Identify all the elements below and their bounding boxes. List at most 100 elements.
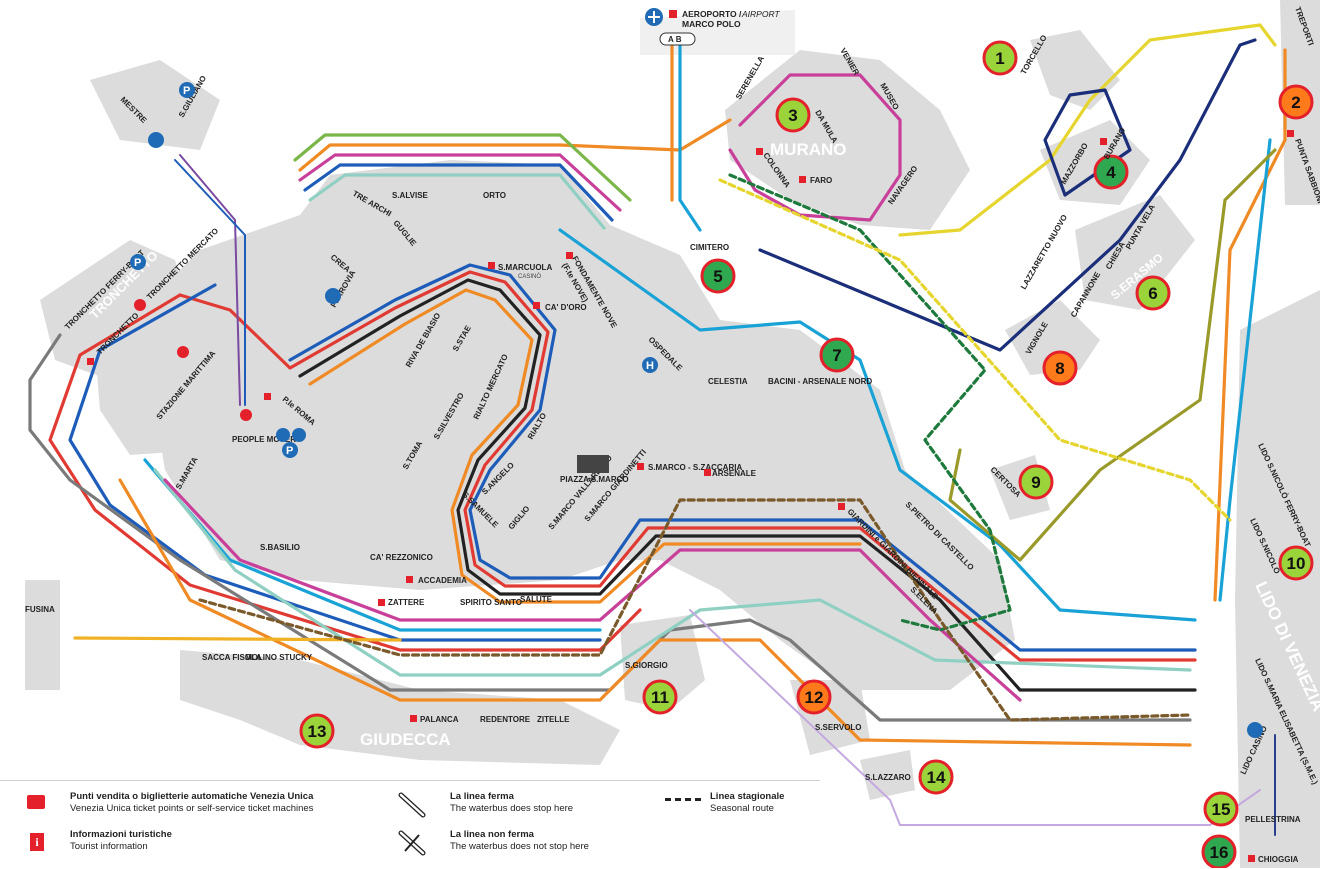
stop-people-mover[interactable]: PEOPLE MOVER	[232, 435, 296, 444]
route-black	[298, 278, 1197, 692]
zone-number: 4	[1106, 163, 1116, 182]
airport-subtitle: MARCO POLO	[682, 19, 741, 29]
stop-chioggia[interactable]: CHIOGGIA	[1258, 855, 1299, 864]
stop-s-marco-zaccaria[interactable]: S.MARCO - S.ZACCARIA	[648, 463, 742, 472]
zone-number: 2	[1291, 93, 1300, 112]
stop-s-servolo[interactable]: S.SERVOLO	[815, 723, 862, 732]
zone-number: 1	[995, 49, 1004, 68]
stop-s-basilio[interactable]: S.BASILIO	[260, 543, 300, 552]
legend-ticket-sub: Venezia Unica ticket points or self-serv…	[70, 803, 314, 814]
route-north-green	[293, 133, 632, 202]
stop-s-alvise[interactable]: S.ALVISE	[392, 191, 429, 200]
ticket-icon	[410, 715, 417, 722]
ticket-icon	[406, 576, 413, 583]
legend-ticket: Punti vendita o biglietterie automatiche…	[70, 791, 390, 815]
stop-spirito-santo[interactable]: SPIRITO SANTO	[460, 598, 522, 607]
stop-s-lazzaro[interactable]: S.LAZZARO	[865, 773, 911, 782]
route-west-orange	[118, 478, 1192, 747]
legend-stop-title: La linea ferma	[450, 791, 514, 802]
murano-island	[725, 50, 970, 230]
pm-icon	[240, 409, 252, 421]
stop-ca-doro[interactable]: CA' D'ORO	[545, 303, 587, 312]
stop-faro[interactable]: FARO	[810, 176, 832, 185]
legend-stop: La linea ferma The waterbus does stop he…	[450, 791, 650, 815]
seasonal-line-icon	[665, 798, 701, 801]
stop-zitelle[interactable]: ZITELLE	[537, 715, 570, 724]
ticket-points	[87, 130, 1294, 862]
stop-bacini[interactable]: BACINI - ARSENALE NORD	[768, 377, 872, 386]
route-orange	[308, 288, 862, 604]
stop-redentore[interactable]: REDENTORE	[480, 715, 531, 724]
ticket-icon	[637, 463, 644, 470]
slazzaro-island	[860, 750, 915, 800]
legend-nostop: La linea non ferma The waterbus does not…	[450, 829, 650, 853]
route-treporti-olive	[948, 148, 1277, 562]
stop-accademia[interactable]: ACCADEMIA	[418, 576, 467, 585]
legend-seasonal-title: Linea stagionale	[710, 791, 785, 802]
bus-icon	[292, 428, 306, 442]
parking-icon	[282, 442, 298, 458]
legend-stop-sub: The waterbus does stop here	[450, 803, 574, 814]
legend-info-sub: Tourist information	[70, 841, 148, 852]
zone-number: 11	[651, 688, 669, 707]
route-west-mint	[153, 468, 1192, 677]
stop-casino: CASINÒ	[518, 273, 541, 280]
stop-ca-rezzonico[interactable]: CA' REZZONICO	[370, 553, 433, 562]
ticket-icon	[27, 795, 45, 809]
train-icon	[325, 288, 341, 304]
stop-pellestrina[interactable]: PELLESTRINA	[1245, 815, 1301, 824]
zone-marker	[1018, 464, 1054, 500]
stop-s-giorgio[interactable]: S.GIORGIO	[625, 661, 668, 670]
stop-zattere[interactable]: ZATTERE	[388, 598, 425, 607]
zone-number: 15	[1212, 800, 1231, 819]
stop-cimitero[interactable]: CIMITERO	[690, 243, 729, 252]
ticket-icon	[838, 503, 845, 510]
route-north-magenta	[298, 153, 622, 212]
ticket-icon	[488, 262, 495, 269]
zone-marker	[700, 258, 736, 294]
stop-arsenale[interactable]: ARSENALE	[712, 469, 757, 478]
legend-info-title: Informazioni turistiche	[70, 829, 172, 840]
bus-icon	[1247, 722, 1263, 738]
zone-number: 13	[308, 722, 327, 741]
zone-marker	[796, 679, 832, 715]
legend-ticket-title: Punti vendita o biglietterie automatiche…	[70, 791, 314, 802]
tronchetto-island	[40, 240, 190, 380]
zone-marker	[819, 337, 855, 373]
giudecca-island	[180, 650, 620, 765]
stop-sacca-fisola[interactable]: SACCA FISOLA	[202, 653, 262, 662]
route-teal	[558, 228, 1197, 622]
pm-icon	[134, 299, 146, 311]
bus-icon	[276, 428, 290, 442]
route-punta-sabbioni-teal	[1218, 138, 1272, 602]
vignole-island	[1005, 300, 1100, 375]
parking-icon	[130, 254, 146, 270]
venice-main-island	[150, 160, 1015, 690]
airport-lines: A B	[668, 35, 682, 44]
burano-island	[1040, 120, 1150, 205]
route-mestre	[179, 154, 241, 406]
stop-molino-stucky[interactable]: MOLINO STUCKY	[245, 653, 313, 662]
ticket-icon	[799, 176, 806, 183]
ticket-icon	[566, 252, 573, 259]
zone-number: 5	[713, 267, 722, 286]
legend-seasonal: Linea stagionale Seasonal route	[710, 791, 820, 815]
stop-s-marcuola[interactable]: S.MARCUOLA	[498, 263, 552, 272]
zone-number: 9	[1031, 473, 1040, 492]
stop-celestia[interactable]: CELESTIA	[708, 377, 748, 386]
zone-number: 10	[1287, 554, 1306, 573]
stop-orto[interactable]: ORTO	[483, 191, 506, 200]
stop-salute[interactable]: SALUTE	[520, 595, 553, 604]
ticket-icon	[1248, 855, 1255, 862]
route-mestre-2	[174, 159, 246, 406]
basilica-icon	[577, 455, 609, 473]
ticket-icon	[669, 10, 677, 18]
stop-palanca[interactable]: PALANCA	[420, 715, 459, 724]
stop-lazzaretto[interactable]: LAZZARETTO NUOVO	[1019, 213, 1069, 291]
routes	[28, 23, 1287, 836]
stop-fusina[interactable]: FUSINA	[25, 605, 55, 614]
zone-marker	[918, 759, 954, 795]
airport-title-a: AEROPORTO /	[682, 9, 742, 19]
stop-symbol-icon	[398, 792, 426, 818]
ticket-icon	[87, 358, 94, 365]
